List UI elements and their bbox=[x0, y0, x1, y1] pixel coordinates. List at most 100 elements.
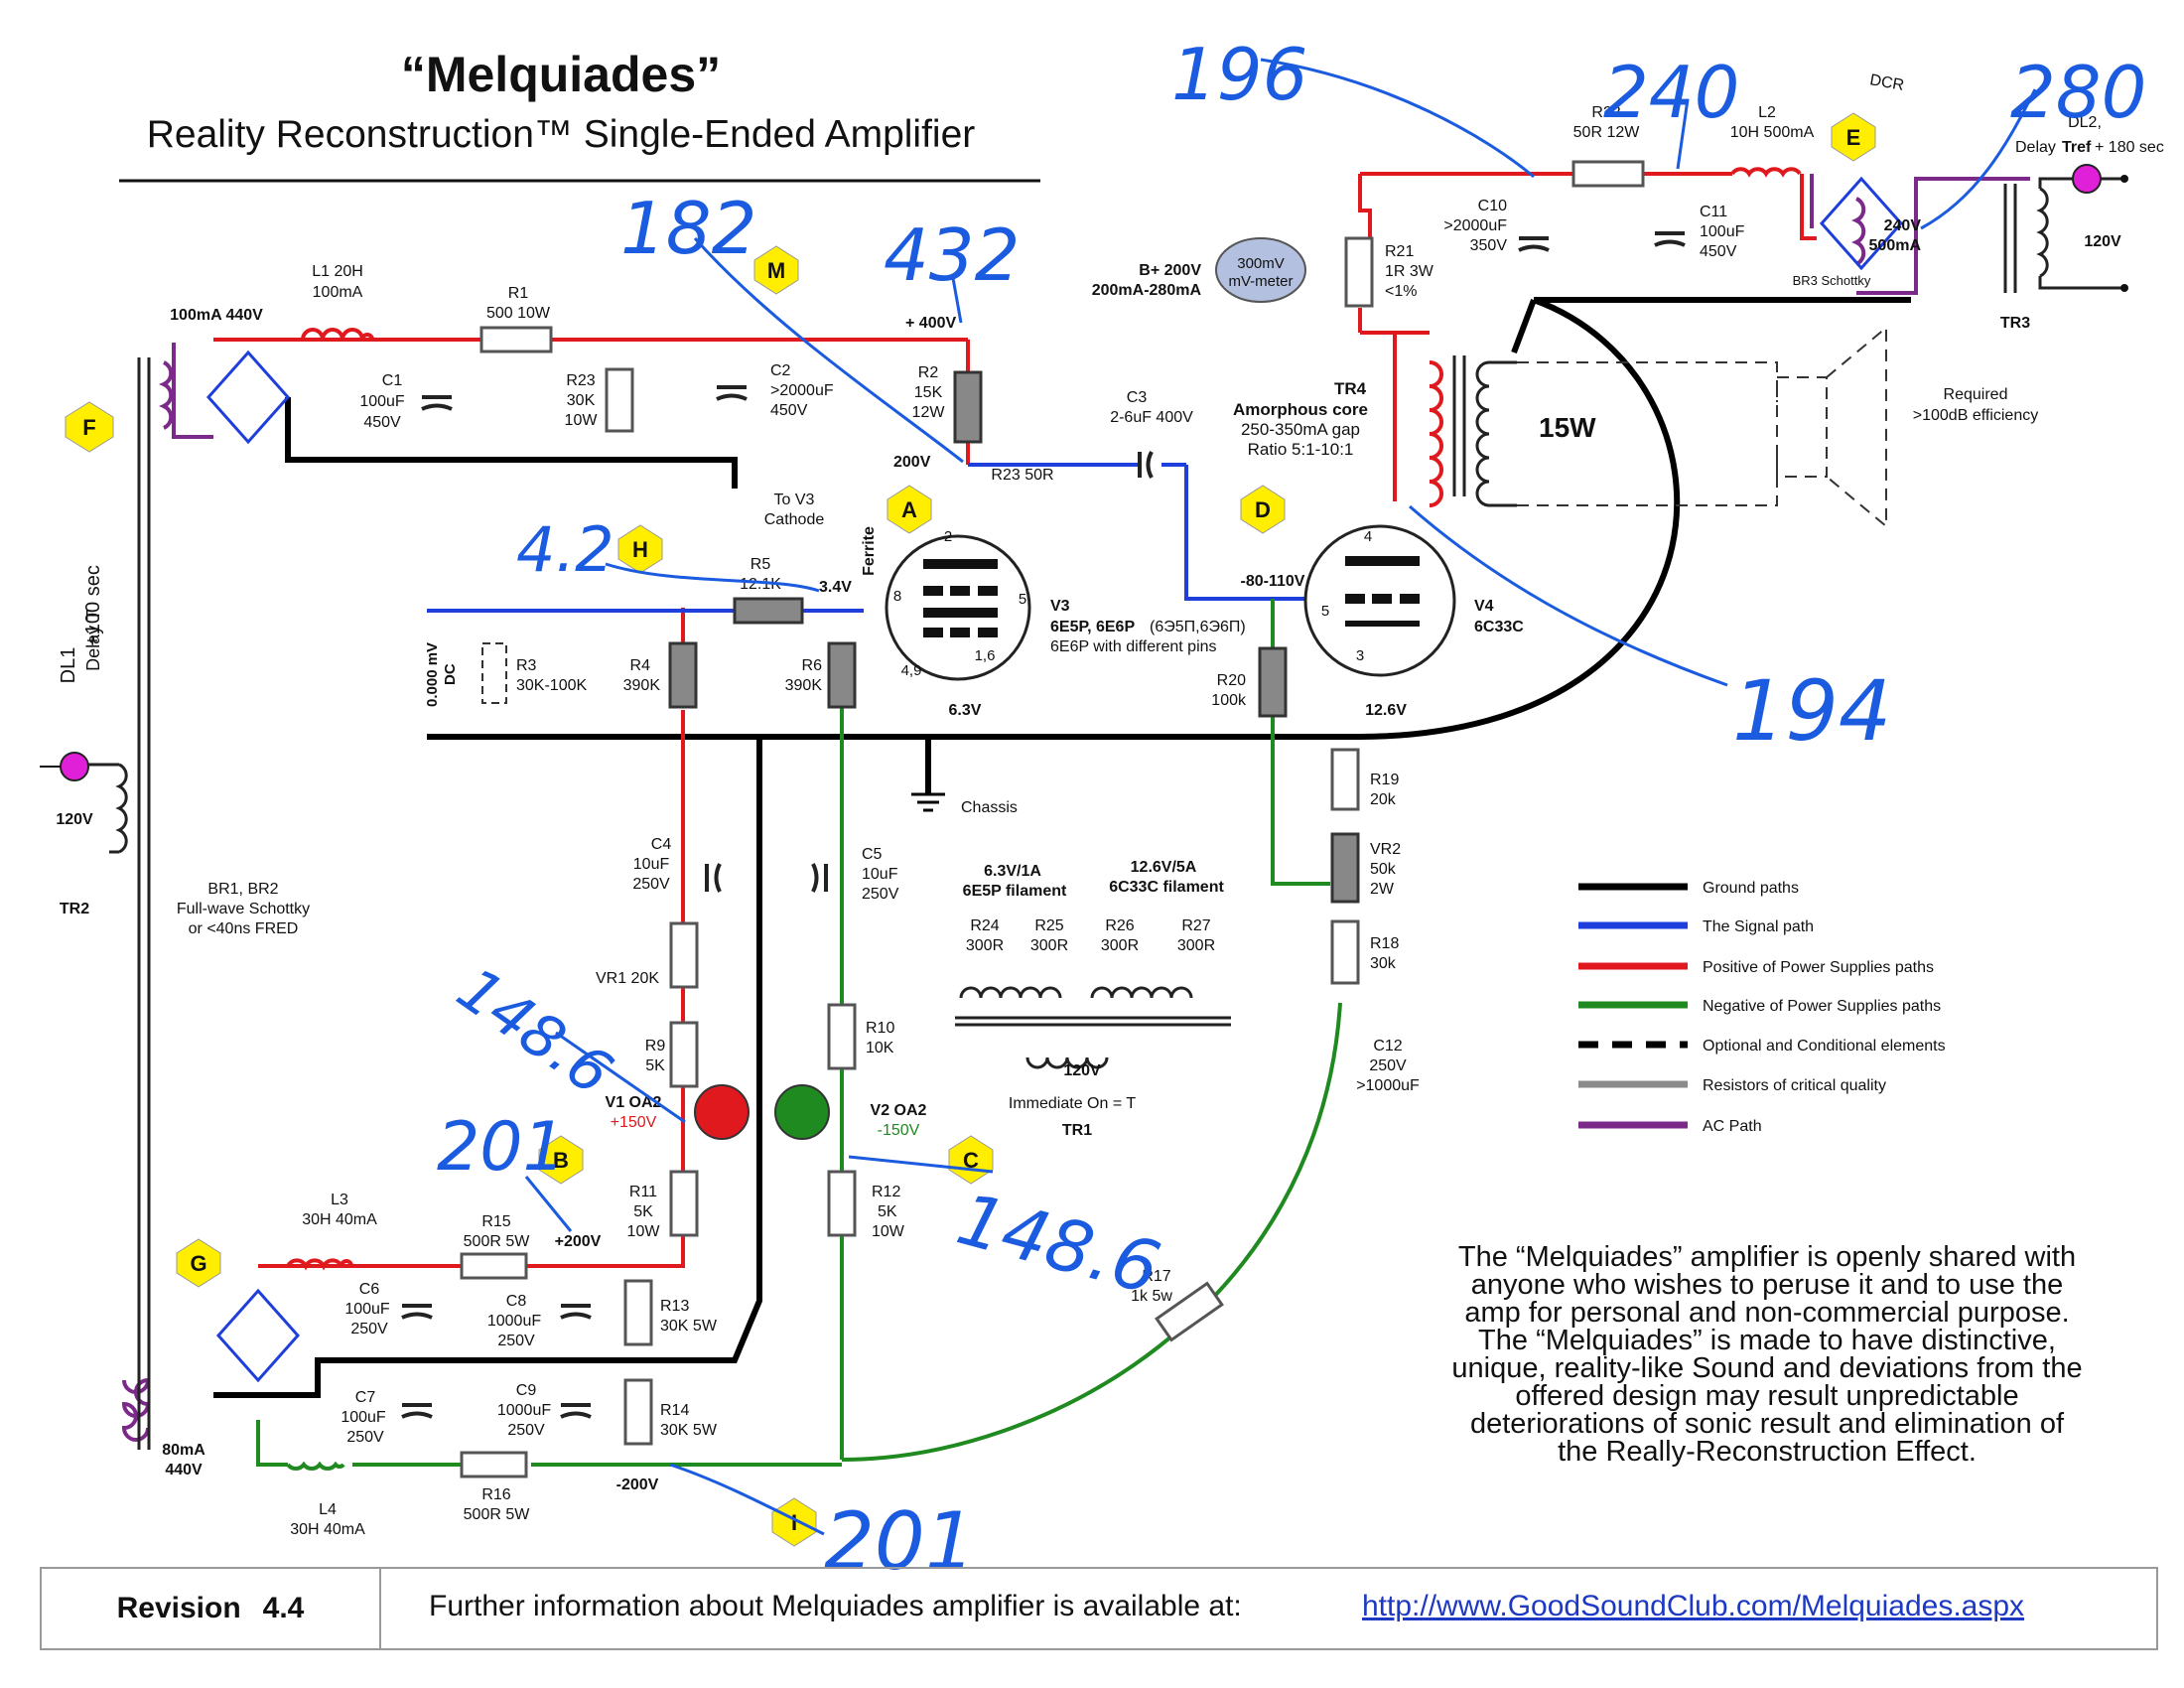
r10-resistor bbox=[827, 1003, 857, 1070]
l2-inductor bbox=[1730, 167, 1802, 178]
svg-text:R23 50R: R23 50R bbox=[991, 467, 1053, 484]
bridge-rectifiers bbox=[205, 176, 1904, 1383]
more-info-link[interactable]: http://www.GoodSoundClub.com/Melquiades.… bbox=[1362, 1590, 2025, 1622]
svg-text:R16: R16 bbox=[481, 1486, 510, 1503]
hw-280: 280 bbox=[2010, 51, 2146, 134]
r9-resistor bbox=[669, 1021, 699, 1088]
svg-text:4,9: 4,9 bbox=[901, 662, 922, 679]
hw-201b: 201 bbox=[824, 1495, 976, 1588]
r18-resistor bbox=[1330, 919, 1360, 985]
svg-text:R15: R15 bbox=[481, 1213, 510, 1230]
notice-line: unique, reality-like Sound and deviation… bbox=[1451, 1352, 2083, 1384]
svg-text:or <40ns FRED: or <40ns FRED bbox=[189, 920, 299, 937]
svg-text:R20: R20 bbox=[1217, 672, 1246, 689]
svg-text:6E5P filament: 6E5P filament bbox=[963, 883, 1067, 900]
r17-resistor bbox=[1155, 1281, 1224, 1342]
svg-text:A: A bbox=[901, 497, 917, 522]
svg-text:Amorphous core: Amorphous core bbox=[1233, 400, 1368, 419]
svg-text:Ferrite: Ferrite bbox=[861, 526, 878, 576]
r20-resistor bbox=[1258, 646, 1288, 718]
svg-text:C11: C11 bbox=[1700, 204, 1727, 220]
hw-148-6b: 148.6 bbox=[949, 1177, 1168, 1310]
svg-text:250-350mA gap: 250-350mA gap bbox=[1241, 420, 1360, 439]
svg-text:C3: C3 bbox=[1127, 389, 1148, 406]
svg-text:V4: V4 bbox=[1474, 598, 1494, 615]
svg-text:TR2: TR2 bbox=[60, 901, 89, 917]
tr2-primary-coil bbox=[121, 197, 1866, 1442]
svg-text:Immediate On = T: Immediate On = T bbox=[1009, 1095, 1136, 1112]
svg-text:M: M bbox=[767, 258, 785, 283]
svg-text:R13: R13 bbox=[660, 1298, 689, 1315]
tr4-power: 15W bbox=[1539, 412, 1596, 443]
hw-240: 240 bbox=[1603, 51, 1739, 134]
svg-text:1,6: 1,6 bbox=[975, 647, 996, 664]
svg-text:10W: 10W bbox=[872, 1223, 905, 1240]
v3-tube bbox=[885, 534, 1031, 681]
usage-notice: The “Melquiades” amplifier is openly sha… bbox=[1360, 1243, 2174, 1468]
svg-text:R23: R23 bbox=[566, 372, 595, 389]
svg-text:390K: 390K bbox=[785, 677, 823, 694]
svg-text:R12: R12 bbox=[872, 1184, 900, 1200]
svg-text:250V: 250V bbox=[632, 876, 670, 893]
r11-resistor bbox=[669, 1170, 699, 1237]
svg-text:3.4V: 3.4V bbox=[819, 579, 852, 596]
svg-text:I: I bbox=[791, 1510, 797, 1535]
svg-text:C: C bbox=[963, 1148, 979, 1173]
svg-text:5: 5 bbox=[1321, 603, 1329, 620]
r15-resistor bbox=[460, 1252, 528, 1280]
svg-text:390K: 390K bbox=[623, 677, 661, 694]
svg-text:350V: 350V bbox=[1470, 237, 1508, 254]
svg-text:+150V: +150V bbox=[611, 1114, 657, 1131]
voltage-reference-tubes bbox=[694, 1084, 830, 1140]
svg-text:To V3: To V3 bbox=[774, 492, 815, 508]
svg-text:100k: 100k bbox=[1211, 692, 1247, 709]
svg-text:+200V: +200V bbox=[555, 1233, 602, 1250]
dl1-lamp bbox=[60, 752, 89, 781]
svg-text:R11: R11 bbox=[629, 1184, 657, 1200]
svg-text:R9: R9 bbox=[645, 1038, 666, 1055]
legend-label: Positive of Power Supplies paths bbox=[1703, 959, 1934, 976]
svg-text:500R 5W: 500R 5W bbox=[464, 1506, 531, 1523]
svg-text:L1 20H: L1 20H bbox=[312, 263, 363, 280]
r2-resistor bbox=[953, 370, 983, 444]
svg-text:300R: 300R bbox=[1101, 937, 1139, 954]
r21-resistor bbox=[1344, 236, 1374, 308]
chassis-ground bbox=[911, 792, 945, 812]
notice-line: deteriorations of sonic result and elimi… bbox=[1469, 1408, 2065, 1440]
r1-resistor bbox=[479, 326, 553, 353]
v2-oa2-tube bbox=[774, 1084, 830, 1140]
svg-text:+ 180 sec: + 180 sec bbox=[2095, 139, 2164, 156]
svg-text:R14: R14 bbox=[660, 1402, 689, 1419]
svg-text:R5: R5 bbox=[751, 556, 771, 573]
svg-text:6.3V: 6.3V bbox=[949, 702, 982, 719]
svg-text:V1 OA2: V1 OA2 bbox=[606, 1094, 662, 1111]
marker-i: I bbox=[771, 1497, 817, 1547]
svg-text:B: B bbox=[553, 1148, 569, 1173]
svg-text:30K 5W: 30K 5W bbox=[660, 1318, 718, 1335]
notice-line: The “Melquiades” is made to have distinc… bbox=[1478, 1325, 2056, 1356]
svg-text:+100 sec: +100 sec bbox=[82, 565, 104, 646]
revision-label: Revision bbox=[116, 1592, 241, 1624]
svg-text:6E5P, 6E6P: 6E5P, 6E6P bbox=[1050, 619, 1135, 635]
svg-text:>2000uF: >2000uF bbox=[770, 382, 834, 399]
notice-line: the Really-Reconstruction Effect. bbox=[1558, 1436, 1977, 1468]
footer-info: Further information about Melquiades amp… bbox=[429, 1590, 1242, 1622]
svg-text:20k: 20k bbox=[1370, 791, 1397, 808]
svg-text:2W: 2W bbox=[1370, 881, 1395, 898]
marker-e: E bbox=[1831, 112, 1876, 162]
svg-text:30K 5W: 30K 5W bbox=[660, 1422, 718, 1439]
svg-text:6C33C filament: 6C33C filament bbox=[1109, 879, 1224, 896]
svg-text:10uF: 10uF bbox=[633, 856, 670, 873]
svg-text:10W: 10W bbox=[627, 1223, 661, 1240]
signal-paths bbox=[427, 463, 1310, 613]
svg-text:C7: C7 bbox=[355, 1389, 376, 1406]
hw-201a: 201 bbox=[437, 1108, 566, 1187]
svg-text:30K-100K: 30K-100K bbox=[516, 677, 587, 694]
svg-text:0.000 mV: 0.000 mV bbox=[424, 642, 441, 707]
svg-text:R10: R10 bbox=[866, 1020, 894, 1037]
svg-text:-150V: -150V bbox=[878, 1122, 920, 1139]
svg-text:250V: 250V bbox=[507, 1422, 545, 1439]
svg-text:R1: R1 bbox=[508, 285, 529, 302]
footer-bar: Revision 4.4 Further information about M… bbox=[40, 1567, 2158, 1650]
svg-text:10H 500mA: 10H 500mA bbox=[1730, 124, 1815, 141]
